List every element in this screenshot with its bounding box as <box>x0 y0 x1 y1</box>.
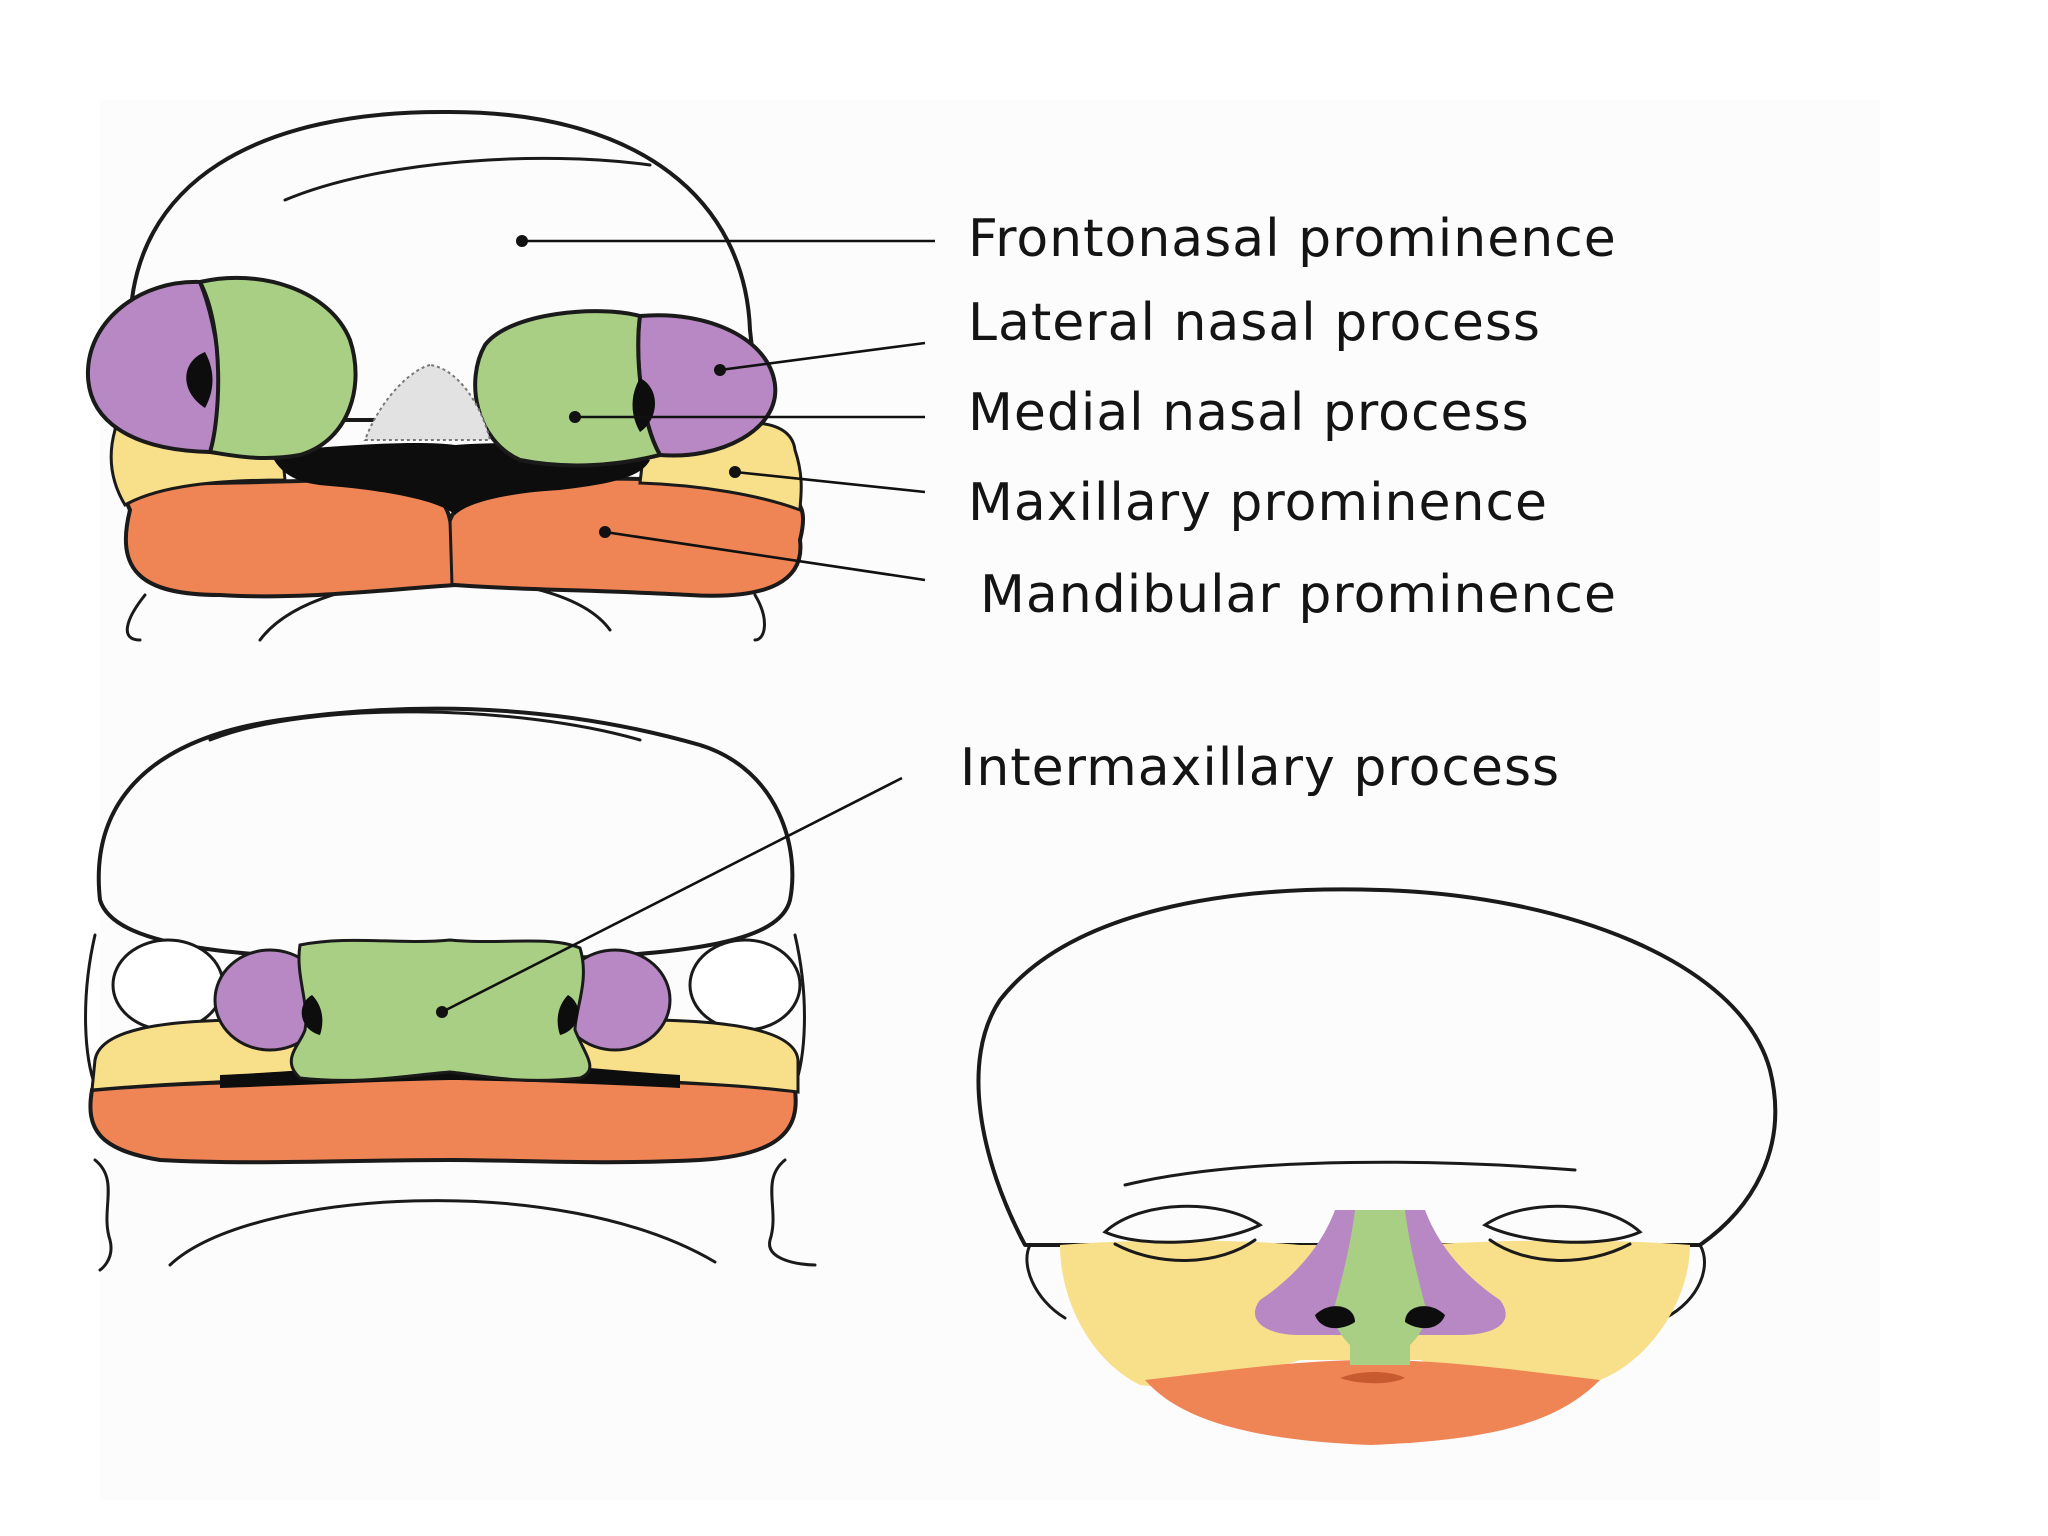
label-maxillary-prominence: Maxillary prominence <box>968 473 1548 533</box>
label-mandibular-prominence: Mandibular prominence <box>980 565 1617 625</box>
embryo-stage-1 <box>85 109 805 642</box>
label-intermaxillary-process: Intermaxillary process <box>960 738 1560 798</box>
leader-lines <box>436 235 935 1018</box>
label-frontonasal-prominence: Frontonasal prominence <box>968 209 1617 269</box>
label-medial-nasal-process: Medial nasal process <box>968 383 1530 443</box>
embryo-1-head-outline <box>128 109 762 422</box>
embryo-3-mandibular-prominence <box>1145 1360 1600 1445</box>
embryo-1-medial-nasal-process-left <box>197 275 358 461</box>
embryo-2-mandibular-prominence <box>88 1072 798 1165</box>
embryo-stage-3 <box>976 887 1778 1445</box>
embryo-3-head-outline <box>976 887 1778 1247</box>
labels: Frontonasal prominence Lateral nasal pro… <box>960 209 1617 798</box>
label-lateral-nasal-process: Lateral nasal process <box>968 293 1541 353</box>
embryo-1-medial-nasal-process-right <box>473 309 664 468</box>
embryo-1-nasal-septum <box>363 363 492 441</box>
embryo-3-medial-nasal-process <box>1333 1210 1427 1365</box>
